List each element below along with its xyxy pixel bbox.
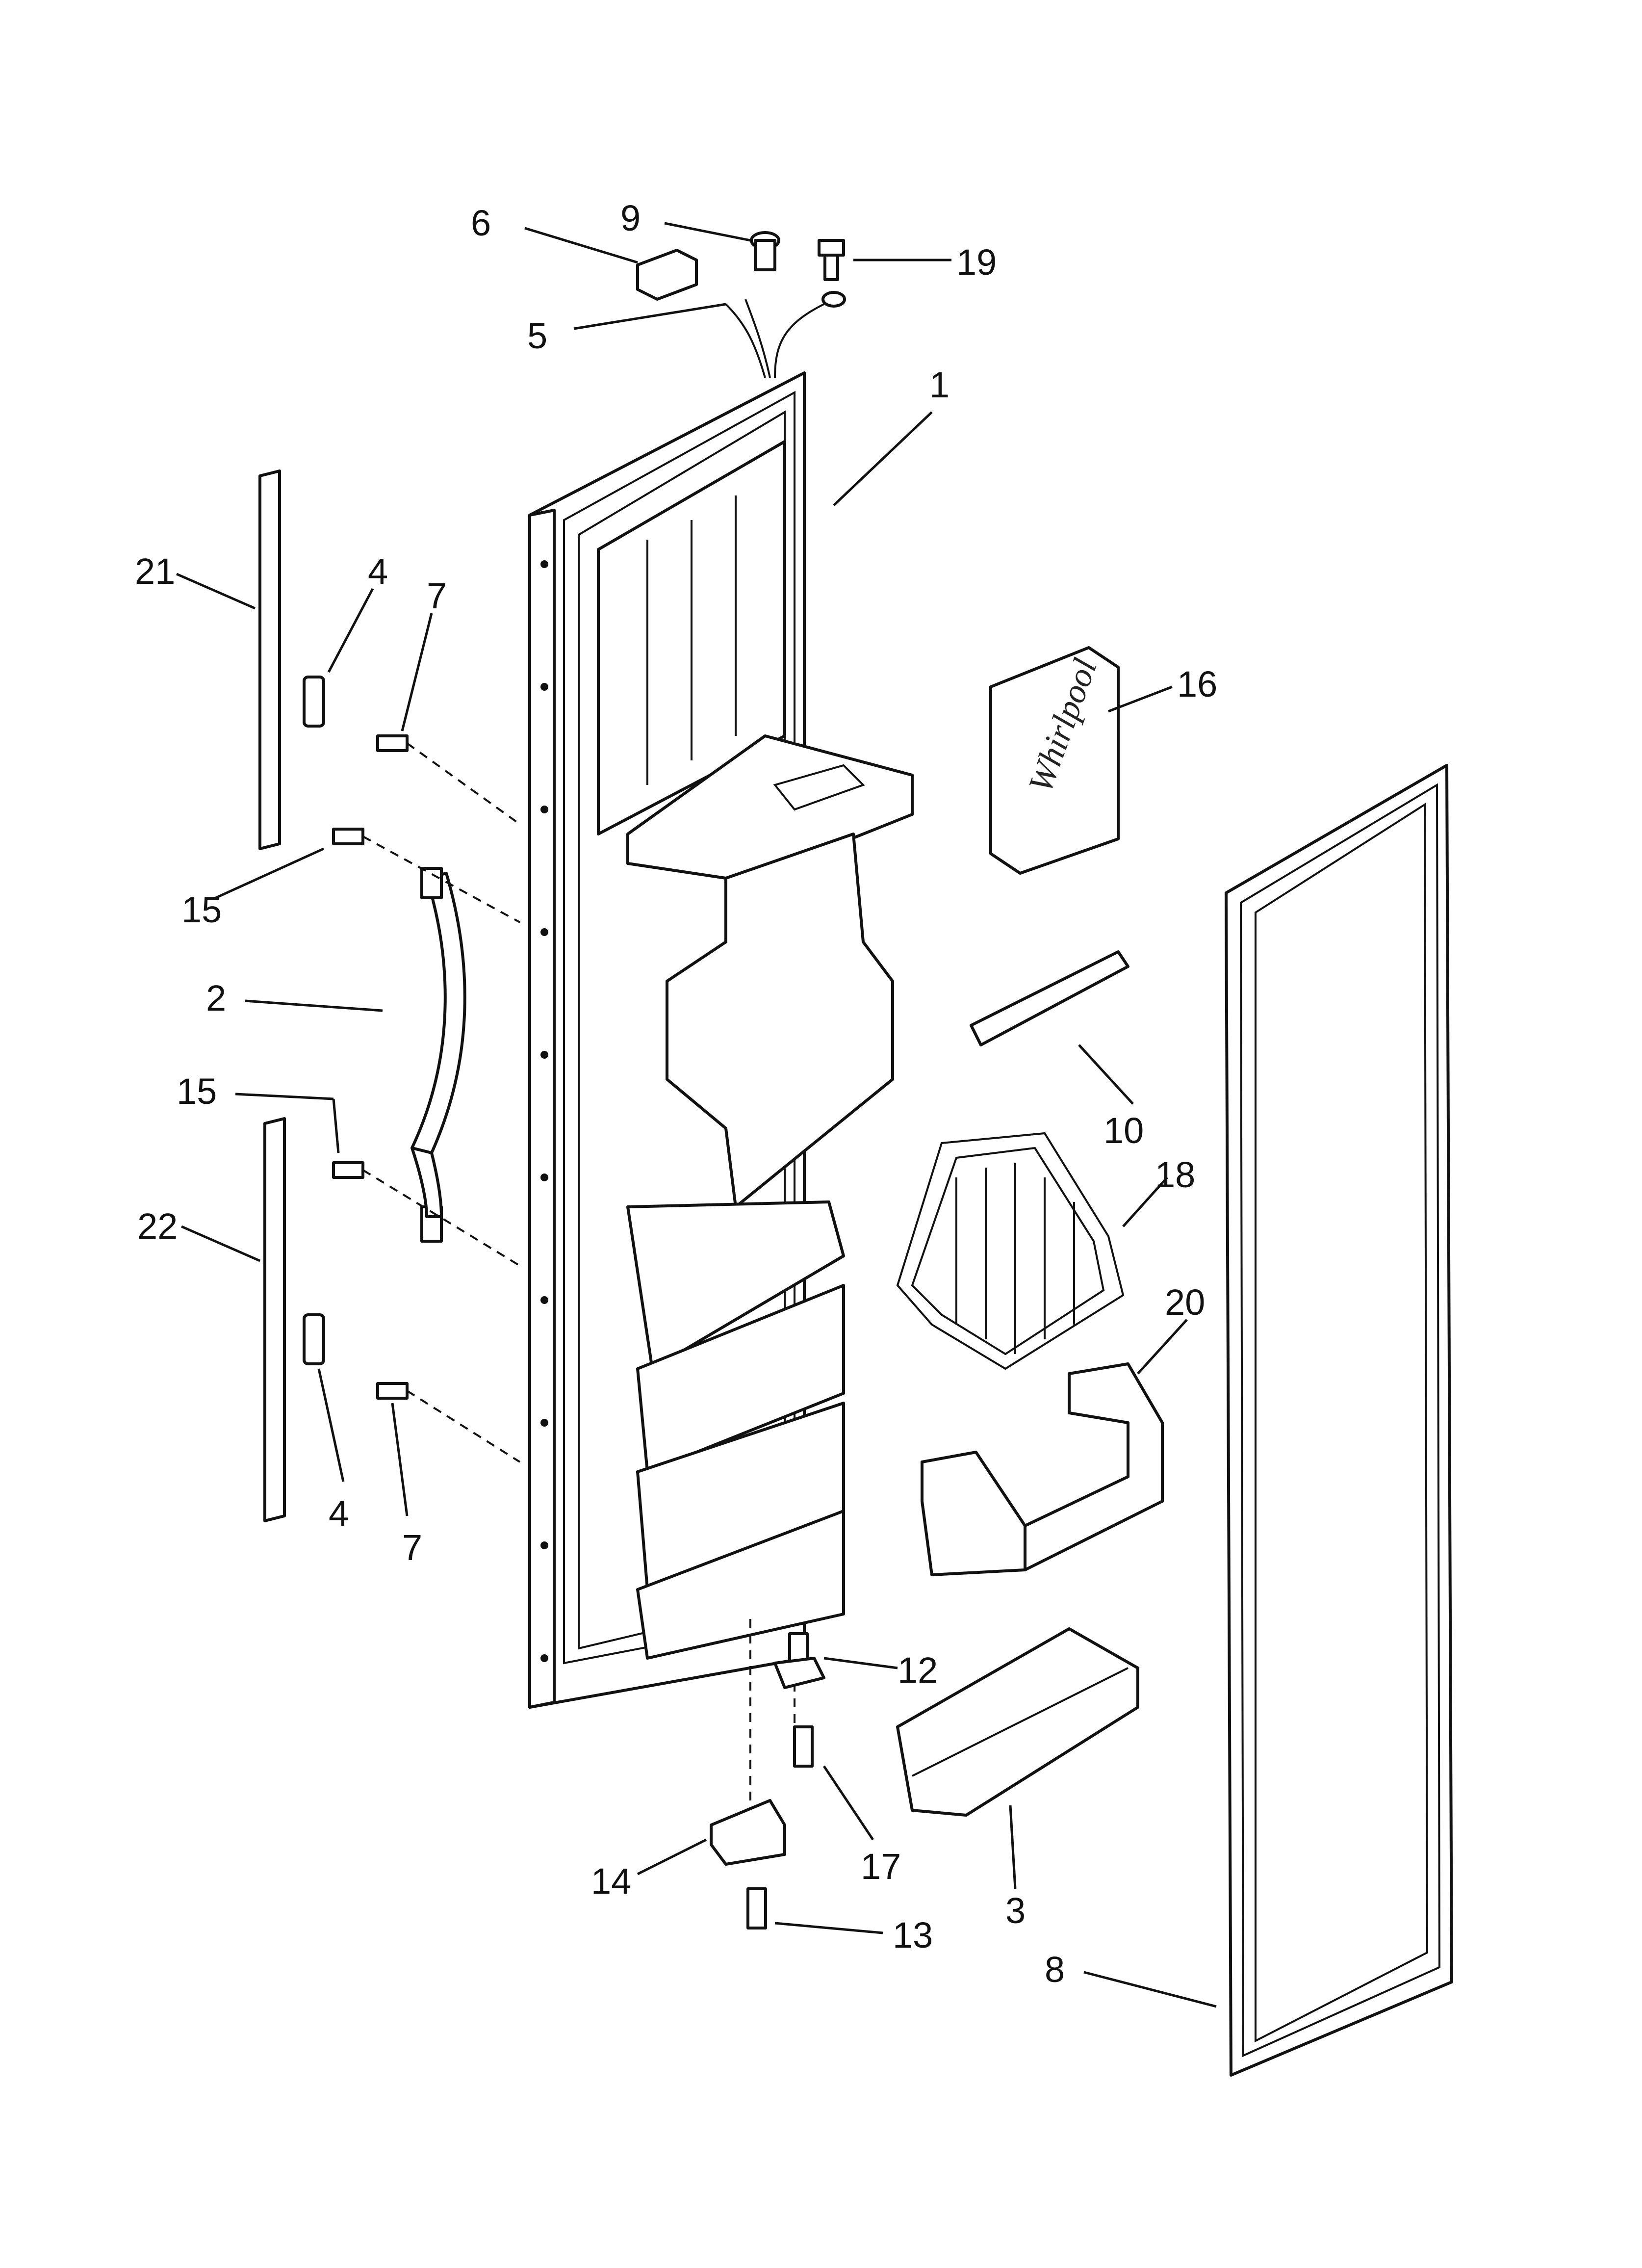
wiring-harness: [725, 291, 846, 378]
callout-15-lower: 15: [177, 1071, 217, 1112]
callout-21: 21: [135, 551, 175, 592]
leader-lines: [176, 222, 1217, 2008]
trim-strip-21: [258, 469, 281, 850]
callout-19: 19: [956, 242, 997, 283]
callout-15-upper: 15: [181, 889, 222, 930]
screw-7-lower: [376, 1382, 409, 1400]
screw-13: [746, 1887, 767, 1929]
screw-15-upper: [332, 828, 364, 845]
door-handle: [410, 867, 466, 1243]
screw-17: [793, 1725, 814, 1768]
screw-15-lower: [332, 1161, 364, 1179]
screw-7-upper: [376, 734, 409, 752]
clip-4-upper: [303, 676, 325, 728]
screw-19: [818, 239, 845, 281]
wire-basket-18: [896, 1132, 1125, 1370]
callout-2: 2: [206, 978, 226, 1018]
callout-14: 14: [591, 1861, 631, 1902]
callout-9: 9: [620, 198, 641, 238]
callout-4-upper: 4: [368, 551, 388, 592]
filter-cover-16: Whirlpool: [989, 646, 1120, 875]
callout-7-upper: 7: [427, 575, 447, 616]
door-panel: [528, 371, 914, 1709]
callout-3: 3: [1005, 1890, 1026, 1931]
callout-17: 17: [861, 1846, 901, 1887]
hinge-pin-12: [773, 1632, 825, 1689]
hinge-14: [710, 1799, 786, 1866]
callout-16: 16: [1177, 664, 1217, 704]
callout-5: 5: [527, 315, 547, 356]
callout-20: 20: [1165, 1282, 1205, 1323]
connector-6: [636, 249, 698, 301]
callout-22: 22: [137, 1206, 178, 1247]
door-shelf-3: [896, 1627, 1139, 1817]
callout-10: 10: [1103, 1110, 1144, 1151]
callout-1: 1: [929, 365, 949, 405]
rail-10: [970, 950, 1129, 1046]
door-screw-holes: [540, 560, 548, 1662]
light-socket-9: [750, 231, 780, 271]
callout-8: 8: [1045, 1949, 1065, 1990]
callout-4-lower: 4: [329, 1493, 349, 1534]
trim-strip-22: [263, 1117, 286, 1522]
clip-4-lower: [303, 1313, 325, 1365]
bracket-20: [921, 1362, 1164, 1576]
callout-12: 12: [898, 1650, 938, 1691]
callout-18: 18: [1155, 1154, 1195, 1195]
callout-numbers: 1 2 3 4 4 5 6 7 7 8 9 10 12 13 14 15 15 …: [135, 198, 1217, 1990]
callout-6: 6: [471, 203, 491, 243]
callout-7-lower: 7: [402, 1527, 422, 1568]
door-gasket-8: [1225, 764, 1453, 2077]
callout-13: 13: [893, 1915, 933, 1955]
